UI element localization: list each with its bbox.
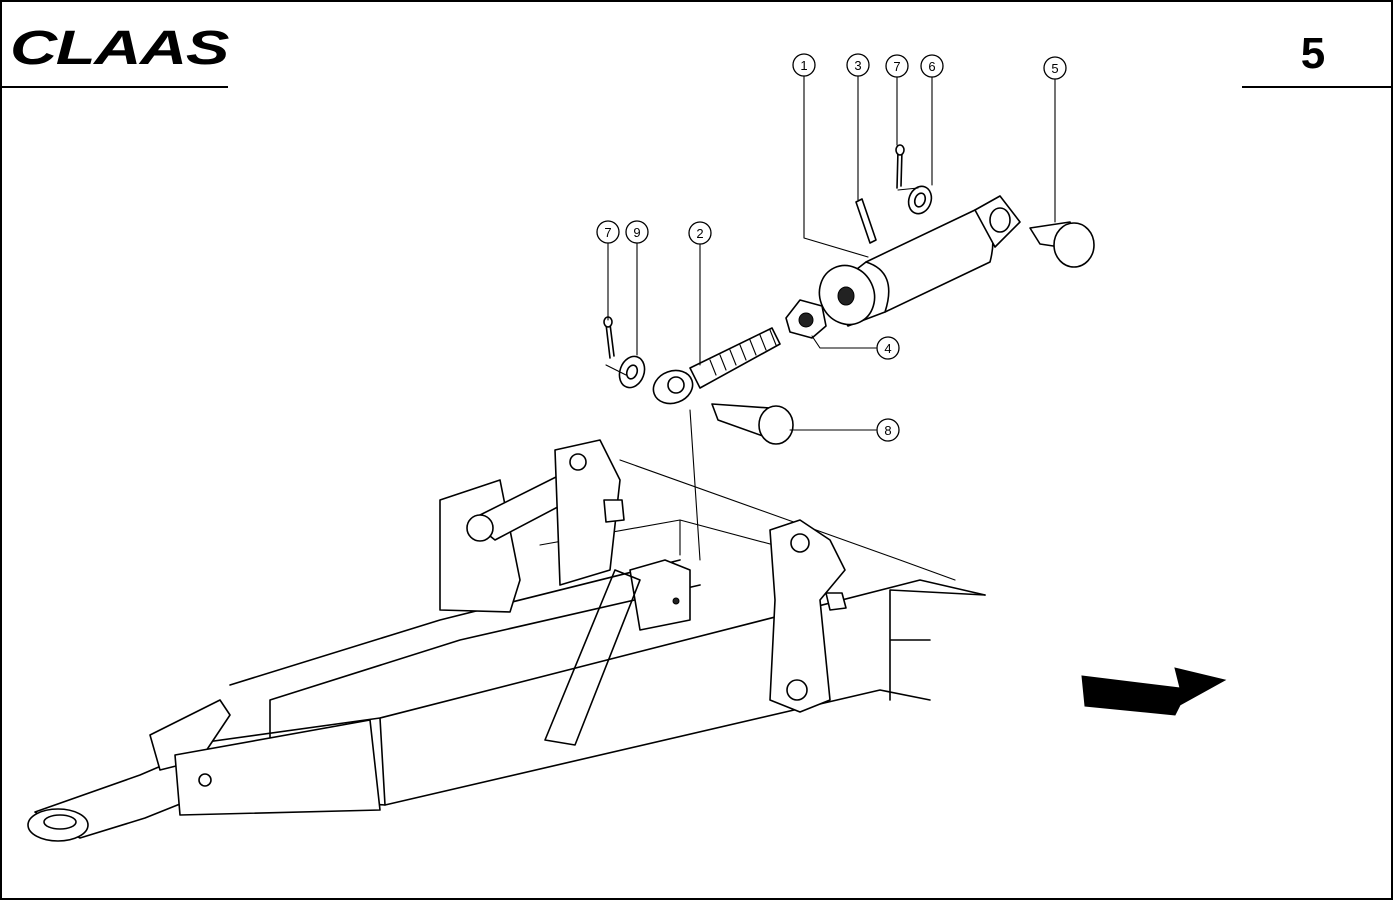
svg-text:6: 6 xyxy=(928,59,935,74)
svg-text:8: 8 xyxy=(884,423,891,438)
svg-text:7: 7 xyxy=(893,59,900,74)
callout-7-upper: 7 xyxy=(885,54,909,78)
hex-nut xyxy=(785,299,827,339)
machine-frame xyxy=(27,409,986,842)
washer-lower xyxy=(618,355,646,389)
threaded-rod xyxy=(652,327,781,405)
clevis-pin-upper xyxy=(1029,221,1095,268)
svg-text:4: 4 xyxy=(884,341,891,356)
arrow-left-icon xyxy=(1081,667,1227,716)
callout-1: 1 xyxy=(792,53,816,77)
leader-lines xyxy=(605,75,1056,431)
svg-text:1: 1 xyxy=(800,58,807,73)
brand-logo: CLAAS xyxy=(10,22,229,75)
split-pin-lower xyxy=(603,316,615,359)
callout-4: 4 xyxy=(876,336,900,360)
callout-3: 3 xyxy=(846,53,870,77)
svg-text:7: 7 xyxy=(604,225,611,240)
callout-8: 8 xyxy=(876,418,900,442)
split-pin-upper xyxy=(895,144,905,189)
callout-5: 5 xyxy=(1043,56,1067,80)
roll-pin xyxy=(855,198,877,244)
callout-6: 6 xyxy=(920,54,944,78)
svg-text:2: 2 xyxy=(696,226,703,241)
svg-text:9: 9 xyxy=(633,225,640,240)
page-number: 5 xyxy=(1301,29,1325,78)
callout-2: 2 xyxy=(688,221,712,245)
callout-7-lower: 7 xyxy=(596,220,620,244)
exploded-parts xyxy=(603,144,1095,445)
hydraulic-cylinder xyxy=(818,195,1021,327)
svg-text:3: 3 xyxy=(854,58,861,73)
washer-upper xyxy=(907,185,933,215)
clevis-pin-lower xyxy=(711,403,794,445)
callout-9: 9 xyxy=(625,220,649,244)
svg-text:5: 5 xyxy=(1051,61,1058,76)
